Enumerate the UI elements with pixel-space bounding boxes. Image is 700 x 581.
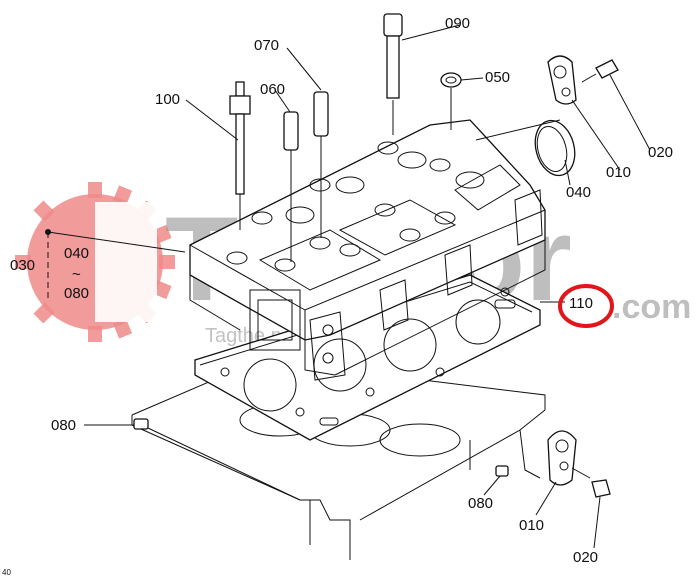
label-050: 050 <box>485 69 510 86</box>
watermark-suffix: .com <box>612 288 691 326</box>
label-030-range-to: 080 <box>64 285 89 302</box>
label-070: 070 <box>254 37 279 54</box>
label-060: 060 <box>260 81 285 98</box>
sleeve-pin-part <box>313 91 329 238</box>
label-080-bottom: 080 <box>468 495 493 512</box>
lifting-hook-top-part <box>547 55 577 105</box>
plug-left-part <box>133 418 149 430</box>
head-gasket <box>194 274 541 441</box>
cylinder-head <box>189 119 546 381</box>
label-010-bottom: 010 <box>519 517 544 534</box>
gear-icon <box>15 182 175 342</box>
stud-bolt-part <box>229 81 251 230</box>
highlight-circle-110 <box>558 284 614 328</box>
corner-page-mark: 40 <box>2 568 11 576</box>
label-020-bottom: 020 <box>573 549 598 566</box>
label-030: 030 <box>10 257 35 274</box>
label-110: 110 <box>569 295 593 312</box>
label-040: 040 <box>566 184 591 201</box>
label-090: 090 <box>445 15 470 32</box>
dowel-pin-part <box>283 111 299 262</box>
head-bolt-part <box>383 13 403 135</box>
label-030-range-sep: ~ <box>72 266 81 283</box>
hook-bolt-top-part <box>581 59 619 83</box>
label-030-range-from: 040 <box>64 245 89 262</box>
label-080-left: 080 <box>51 417 76 434</box>
part-labels: 090 070 050 100 060 010 020 040 030 040 … <box>2 15 673 577</box>
hook-bolt-bottom-part <box>571 467 611 498</box>
label-010-top: 010 <box>606 164 631 181</box>
plug-bottom-part <box>495 465 509 477</box>
label-100: 100 <box>155 91 180 108</box>
leader-lines <box>45 24 651 549</box>
label-020-top: 020 <box>648 144 673 161</box>
lifting-hook-bottom-part <box>547 430 577 486</box>
